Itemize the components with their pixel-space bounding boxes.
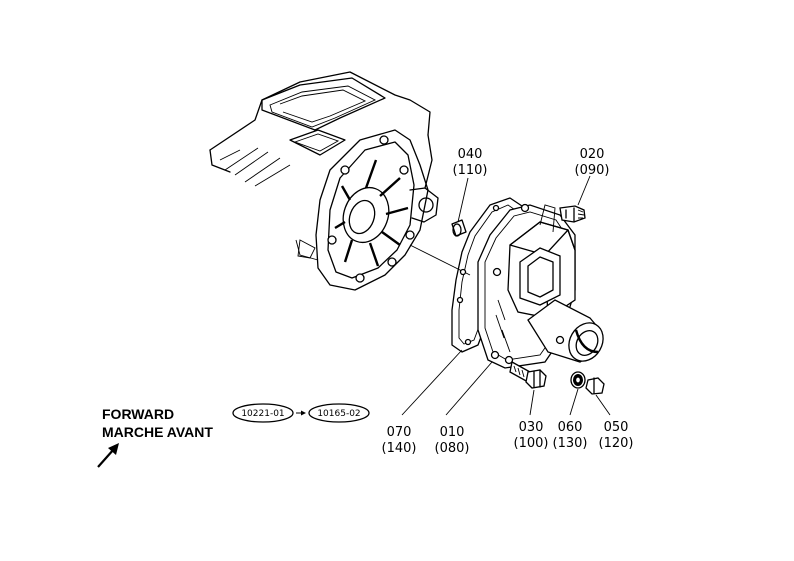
callout-alt: (130) [553, 436, 588, 451]
callout-alt: (090) [575, 163, 610, 178]
callout-030: 030 (100) [514, 420, 549, 451]
serial-to: 10165-02 [317, 409, 360, 419]
serial-from: 10221-01 [241, 409, 284, 419]
serial-from-badge [232, 403, 294, 423]
callout-ref: 030 [519, 420, 544, 435]
serial-to-badge [308, 403, 370, 423]
callout-ref: 020 [580, 147, 605, 162]
plug [585, 377, 605, 395]
direction-line1: FORWARD [102, 406, 174, 422]
bolt-020 [559, 205, 586, 223]
assembly-line [409, 244, 471, 276]
callout-020: 020 (090) [575, 147, 610, 178]
callout-ref: 040 [458, 147, 483, 162]
callout-alt: (140) [382, 441, 417, 456]
direction-indicator: FORWARD MARCHE AVANT [97, 406, 213, 468]
callout-ref: 050 [604, 420, 629, 435]
callout-060: 060 (130) [553, 420, 588, 451]
callout-alt: (110) [453, 163, 488, 178]
callout-ref: 060 [558, 420, 583, 435]
cover-housing [477, 203, 604, 369]
direction-line2: MARCHE AVANT [102, 424, 213, 440]
callout-010: 010 (080) [435, 425, 470, 456]
forward-arrow-icon [97, 443, 119, 468]
dowel-pin [451, 219, 467, 237]
callout-ref: 070 [387, 425, 412, 440]
leader-lines [401, 175, 611, 416]
callout-alt: (080) [435, 441, 470, 456]
callout-ref: 010 [440, 425, 465, 440]
seal-washer [570, 371, 586, 389]
serial-range: 10221-01 10165-02 [232, 403, 370, 423]
callout-040: 040 (110) [453, 147, 488, 178]
callout-alt: (100) [514, 436, 549, 451]
transmission-case [209, 71, 439, 291]
callout-alt: (120) [599, 436, 634, 451]
right-arrow-icon [296, 410, 306, 416]
bolt-030 [509, 360, 547, 389]
callout-050: 050 (120) [599, 420, 634, 451]
callout-070: 070 (140) [382, 425, 417, 456]
